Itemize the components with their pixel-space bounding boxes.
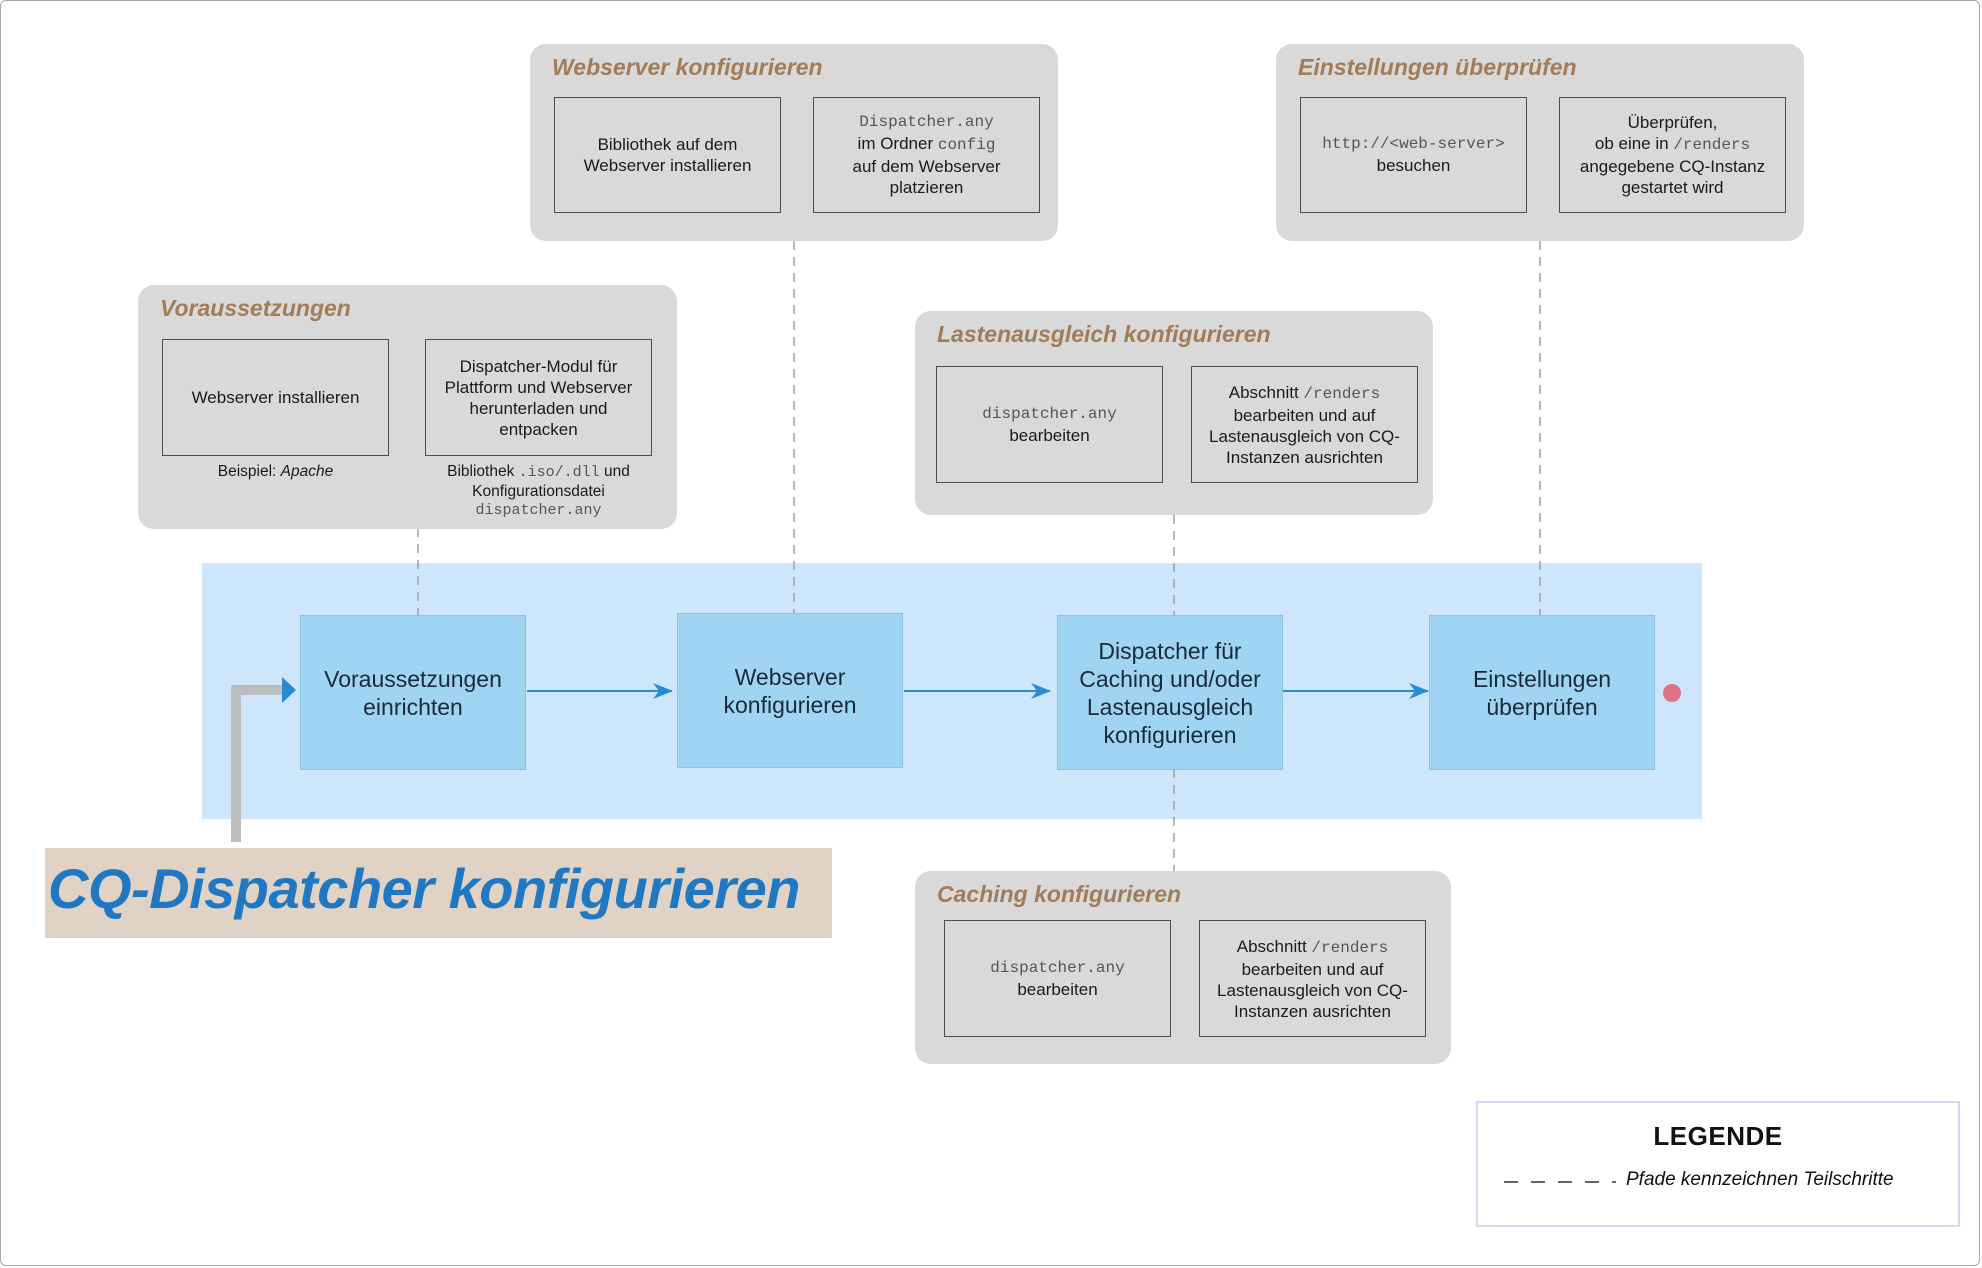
step-verify: Einstellungen überprüfen xyxy=(1429,615,1655,770)
panel-loadbalancing: Lastenausgleich konfigurieren dispatcher… xyxy=(915,311,1433,515)
panel-caching: Caching konfigurieren dispatcher.any bea… xyxy=(915,871,1451,1064)
box-visit-server: http://<web-server> besuchen xyxy=(1300,97,1527,213)
step-webserver: Webserver konfigurieren xyxy=(677,613,903,768)
step-label: Einstellungen überprüfen xyxy=(1472,665,1612,720)
panel-title: Lastenausgleich konfigurieren xyxy=(937,321,1271,347)
box-install-library: Bibliothek auf dem Webserver installiere… xyxy=(554,97,781,213)
step-label: Voraussetzungen einrichten xyxy=(324,665,502,720)
box-edit-renders: Abschnitt /renders bearbeiten und auf La… xyxy=(1191,366,1418,483)
title-background xyxy=(45,848,832,938)
panel-title: Webserver konfigurieren xyxy=(552,54,823,80)
diagram-title: CQ-Dispatcher konfigurieren xyxy=(48,857,800,920)
legend-title: LEGENDE xyxy=(1653,1121,1783,1151)
panel-prerequisites: Voraussetzungen Webserver installieren D… xyxy=(138,285,677,529)
end-marker xyxy=(1663,684,1681,702)
step-prerequisites: Voraussetzungen einrichten xyxy=(300,615,526,770)
box-edit-dispatcher-any: dispatcher.any bearbeiten xyxy=(936,366,1163,483)
box-check-instance: Überprüfen, ob eine in /renders angegebe… xyxy=(1559,97,1786,213)
panel-verify: Einstellungen überprüfen http://<web-ser… xyxy=(1276,44,1804,241)
legend-entry: Pfade kennzeichnen Teilschritte xyxy=(1626,1169,1894,1190)
box-download-module: Dispatcher-Modul für Plattform und Webse… xyxy=(425,339,652,456)
box-edit-renders: Abschnitt /renders bearbeiten und auf La… xyxy=(1199,920,1426,1037)
note-library: Bibliothek .iso/.dll und Konfigurationsd… xyxy=(447,463,630,519)
panel-title: Voraussetzungen xyxy=(160,295,351,321)
step-label: Dispatcher für Caching und/oder Lastenau… xyxy=(1079,637,1261,748)
panel-title: Caching konfigurieren xyxy=(937,881,1182,907)
dashed-line-icon xyxy=(1504,1181,1616,1183)
step-label: Webserver konfigurieren xyxy=(723,663,857,718)
legend: LEGENDE Pfade kennzeichnen Teilschritte xyxy=(1476,1101,1960,1227)
box-place-config: Dispatcher.any im Ordner config auf dem … xyxy=(813,97,1040,213)
step-dispatcher: Dispatcher für Caching und/oder Lastenau… xyxy=(1057,615,1283,770)
panel-title: Einstellungen überprüfen xyxy=(1298,54,1577,80)
panel-webserver: Webserver konfigurieren Bibliothek auf d… xyxy=(530,44,1058,241)
note-example: Beispiel: Apache xyxy=(217,463,334,480)
box-install-webserver: Webserver installieren xyxy=(162,339,389,456)
box-edit-dispatcher-any: dispatcher.any bearbeiten xyxy=(944,920,1171,1037)
